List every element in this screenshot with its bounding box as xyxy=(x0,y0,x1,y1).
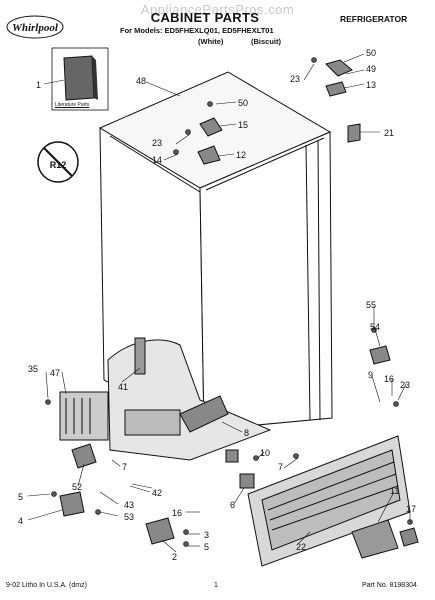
r12-badge: R12 xyxy=(37,141,79,183)
callout-41: 41 xyxy=(118,382,128,392)
callout-22: 22 xyxy=(296,542,306,552)
callout-8: 8 xyxy=(244,428,249,438)
footer-page-number: 1 xyxy=(214,582,218,589)
callout-7a: 7 xyxy=(278,462,283,472)
callout-21: 21 xyxy=(384,128,394,138)
toe-grille xyxy=(247,435,411,567)
callout-43: 43 xyxy=(124,500,134,510)
callout-6: 6 xyxy=(230,500,235,510)
variant-white: (White) xyxy=(198,37,224,46)
callout-23c: 23 xyxy=(400,380,410,390)
callout-54: 54 xyxy=(370,322,380,332)
callout-50: 50 xyxy=(366,48,376,58)
watermark-text: AppliancePartsPros.com xyxy=(140,2,295,17)
callout-labels: 1 48 50 15 23 14 12 23 50 49 13 21 55 54… xyxy=(18,48,416,562)
callout-11: 11 xyxy=(390,486,399,496)
literature-parts-label: Literature Parts xyxy=(55,102,90,108)
callout-47: 47 xyxy=(50,368,60,378)
callout-12: 12 xyxy=(236,150,246,160)
callout-3: 3 xyxy=(204,530,209,540)
callout-17: 17 xyxy=(406,504,416,514)
callout-50a: 50 xyxy=(238,98,248,108)
footer-print-info: 9-02 Litho In U.S.A. (dmz) xyxy=(6,582,87,589)
callout-14: 14 xyxy=(152,155,162,165)
callout-5b: 5 xyxy=(204,542,209,552)
callout-42: 42 xyxy=(152,488,162,498)
callout-1: 1 xyxy=(36,80,41,90)
whirlpool-logo: Whirlpool xyxy=(6,15,64,39)
machine-compartment xyxy=(59,337,272,461)
callout-35: 35 xyxy=(28,364,38,374)
callout-55: 55 xyxy=(366,300,376,310)
callout-53: 53 xyxy=(124,512,134,522)
literature-booklet xyxy=(51,47,109,111)
callout-49: 49 xyxy=(366,64,376,74)
brand-name: Whirlpool xyxy=(12,22,59,34)
callout-15: 15 xyxy=(238,120,248,130)
callout-52: 52 xyxy=(72,482,82,492)
small-parts xyxy=(59,59,419,559)
callout-2: 2 xyxy=(172,552,177,562)
callout-16b: 16 xyxy=(172,508,182,518)
callout-5a: 5 xyxy=(18,492,23,502)
callout-16a: 16 xyxy=(384,374,394,384)
page-title: CABINET PARTS xyxy=(150,10,260,25)
footer-part-number: Part No. 8198304 xyxy=(362,582,417,589)
callout-23b: 23 xyxy=(152,138,162,148)
screws xyxy=(45,57,413,547)
leader-lines xyxy=(27,53,411,553)
callout-10: 10 xyxy=(260,448,270,458)
variant-biscuit: (Biscuit) xyxy=(251,37,281,46)
callout-4: 4 xyxy=(18,516,23,526)
category-label: REFRIGERATOR xyxy=(340,14,408,24)
models-line: For Models: ED5FHEXLQ01, ED5FHEXLT01 xyxy=(120,26,274,35)
callout-48: 48 xyxy=(136,76,146,86)
badge-text: R12 xyxy=(50,160,67,170)
callout-13: 13 xyxy=(366,80,376,90)
callout-23a: 23 xyxy=(290,74,300,84)
callout-9: 9 xyxy=(368,370,373,380)
callout-7b: 7 xyxy=(122,462,127,472)
